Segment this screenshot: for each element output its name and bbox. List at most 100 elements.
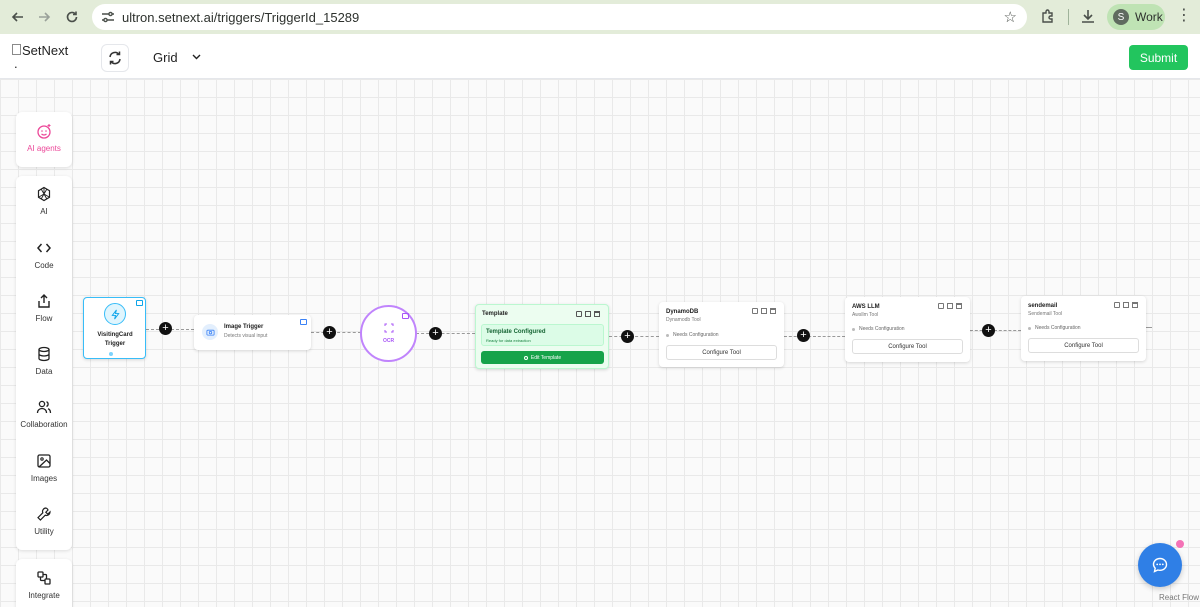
reload-icon[interactable] [60,5,84,29]
site-settings-icon[interactable] [100,9,116,25]
view-mode-select[interactable]: Grid [153,50,201,65]
robot-icon[interactable] [938,303,944,309]
node-subtitle: Dynamodb Tool [666,317,701,323]
chat-button[interactable] [1138,543,1182,587]
trash-icon[interactable] [1132,302,1138,308]
node-title: OCR [382,338,395,344]
download-icon[interactable] [1078,7,1098,27]
wrench-icon [37,507,51,521]
sidebar-item-code[interactable]: Code [16,240,72,270]
configure-tool-button[interactable]: Configure Tool [852,339,963,354]
copy-icon[interactable] [947,303,953,309]
back-arrow-icon[interactable] [6,5,30,29]
flow-canvas[interactable]: AI agents AI Code Flow Data Collaboratio… [0,79,1200,607]
refresh-button[interactable] [101,44,129,72]
sidebar-item-flow[interactable]: Flow [16,293,72,323]
sidebar-item-ai[interactable]: AI [16,186,72,216]
node-dynamodb[interactable]: DynamoDB Dynamodb Tool Needs Configurati… [659,302,784,367]
node-actions [1114,302,1138,308]
robot-icon[interactable] [752,308,758,314]
configure-tool-button[interactable]: Configure Tool [1028,338,1139,353]
edge-6 [970,330,1021,331]
node-title: VisitingCard Trigger [97,332,133,347]
node-ocr[interactable]: OCR [360,305,417,362]
eye-icon [523,355,528,360]
add-node-button[interactable]: + [621,330,634,343]
browser-toolbar: ultron.setnext.ai/triggers/TriggerId_152… [0,0,1200,34]
copy-icon[interactable] [585,311,591,317]
edge-4 [609,336,659,337]
trash-icon[interactable] [956,303,962,309]
sidebar-item-data[interactable]: Data [16,346,72,376]
forward-arrow-icon[interactable] [32,5,56,29]
sidebar-item-ai-agents[interactable]: AI agents [16,123,72,153]
code-icon [37,243,51,253]
sidebar-item-collaboration[interactable]: Collaboration [16,399,72,429]
copy-icon[interactable] [761,308,767,314]
url-text: ultron.setnext.ai/triggers/TriggerId_152… [122,10,360,25]
node-title: AWS LLM [852,304,880,310]
edge-5 [784,336,845,337]
profile-chip[interactable]: S Work [1107,4,1165,30]
node-image-trigger[interactable]: Image Trigger Detects visual input [194,315,311,350]
node-actions [752,308,776,314]
profile-name: Work [1135,10,1163,24]
robot-icon[interactable] [1114,302,1120,308]
refresh-icon [109,51,121,65]
share-icon [38,294,50,308]
trash-icon[interactable] [770,308,776,314]
profile-avatar: S [1113,9,1129,25]
status-indicator: Needs Configuration [1028,325,1081,331]
sidebar-item-integrate[interactable]: Integrate [16,570,72,600]
notification-dot [1176,540,1184,548]
sidebar-item-images[interactable]: Images [16,453,72,483]
users-icon [36,400,52,414]
react-flow-attribution[interactable]: React Flow [1159,593,1200,602]
browser-menu-icon[interactable]: ⋮ [1176,7,1192,24]
submit-button[interactable]: Submit [1129,45,1188,70]
sidebar-item-utility[interactable]: Utility [16,506,72,536]
bookmark-star-icon[interactable]: ☆ [1003,9,1017,26]
node-subtitle: Detects visual input [224,333,268,339]
node-title: sendemail [1028,303,1058,309]
edit-template-button[interactable]: Edit Template [481,351,604,364]
status-text: Ready for data extraction [486,338,531,343]
address-bar[interactable]: ultron.setnext.ai/triggers/TriggerId_152… [92,4,1027,30]
chevron-down-icon [192,52,201,63]
app-header: SetNext . Grid Submit [0,34,1200,79]
logo-alt-text: SetNext [22,43,69,58]
add-node-button[interactable]: + [159,322,172,335]
add-node-button[interactable]: + [323,326,336,339]
node-actions [938,303,962,309]
sidebar-bottom-card: Integrate [16,559,72,607]
camera-icon [202,324,218,340]
node-title: Template [482,311,508,317]
status-indicator: Needs Configuration [666,332,719,338]
view-mode-label: Grid [153,50,178,65]
template-status-box: Template Configured Ready for data extra… [481,324,604,346]
broken-image-icon [12,44,21,55]
node-sendemail[interactable]: sendemail Sendemail Tool Needs Configura… [1021,296,1146,361]
sidebar-main-card: AI Code Flow Data Collaboration Images U… [16,176,72,550]
logo[interactable]: SetNext [12,43,68,58]
trash-icon[interactable] [594,311,600,317]
handle-dot[interactable] [109,352,113,356]
node-title: Image Trigger [224,324,264,330]
status-indicator: Needs Configuration [852,326,905,332]
add-node-button[interactable]: + [982,324,995,337]
configure-tool-button[interactable]: Configure Tool [666,345,777,360]
database-icon [38,346,50,362]
lightning-icon [104,303,126,325]
copy-icon[interactable] [1123,302,1129,308]
robot-icon[interactable] [576,311,582,317]
node-template[interactable]: Template Template Configured Ready for d… [475,304,609,369]
robot-icon [402,313,409,319]
node-title: DynamoDB [666,309,699,315]
extensions-icon[interactable] [1038,7,1058,27]
node-visiting-card-trigger[interactable]: VisitingCard Trigger [83,297,146,359]
add-node-button[interactable]: + [797,329,810,342]
node-subtitle: Sendemail Tool [1028,311,1063,317]
add-node-button[interactable]: + [429,327,442,340]
scan-icon [384,323,394,333]
node-aws-llm[interactable]: AWS LLM Awsllm Tool Needs Configuration … [845,297,970,362]
